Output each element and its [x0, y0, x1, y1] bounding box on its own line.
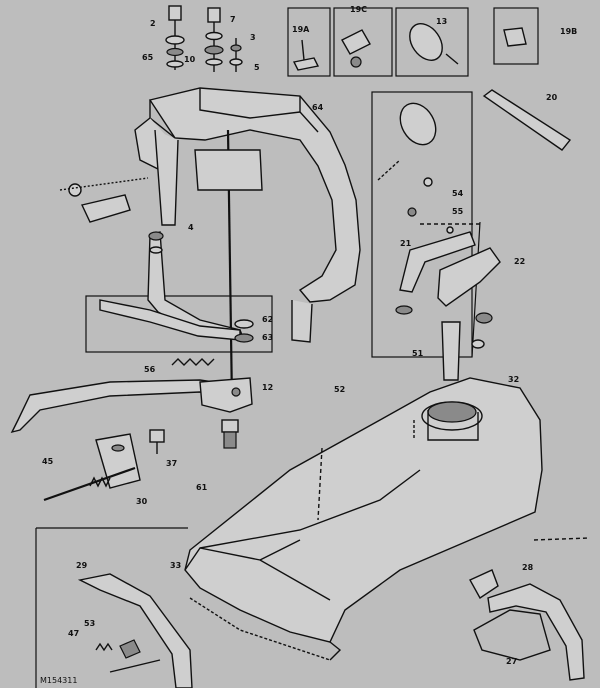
- hood: [184, 377, 543, 661]
- callout-c61: 61: [196, 483, 208, 492]
- callout-c19c: 19C: [350, 5, 367, 14]
- callout-c5: 5: [254, 63, 260, 72]
- callout-c30: 30: [136, 497, 148, 506]
- inset-lens-part: [409, 23, 459, 65]
- callout-c7: 7: [230, 15, 236, 24]
- callout-c29: 29: [76, 561, 88, 570]
- callout-c55: 55: [452, 207, 464, 216]
- left-bracket: [59, 177, 149, 223]
- callout-c52: 52: [334, 385, 345, 394]
- dash-frame-bracket: [134, 87, 361, 343]
- callout-c3: 3: [250, 33, 256, 42]
- callout-c20: 20: [546, 93, 558, 102]
- inset-lever: [99, 299, 254, 343]
- callout-c28: 28: [522, 563, 534, 572]
- callout-c32: 32: [508, 375, 519, 384]
- inset-box-19a: [287, 7, 331, 77]
- callout-c19b: 19B: [560, 27, 577, 36]
- callout-c62: 62: [262, 315, 273, 324]
- lower-left-frame: [35, 527, 188, 688]
- callout-c33: 33: [170, 561, 181, 570]
- lever-inset-box: [85, 295, 273, 353]
- right-brackets: [395, 231, 501, 381]
- ref-line-5: [377, 159, 401, 181]
- headlight-lens: [399, 102, 437, 146]
- front-handle-left: [77, 573, 193, 688]
- callout-c45: 45: [42, 457, 54, 466]
- callout-c12: 12: [262, 383, 273, 392]
- pivot-plate: [194, 149, 263, 191]
- bolt-stack-center: [204, 7, 224, 72]
- callout-c21: 21: [400, 239, 412, 248]
- callout-c27: 27: [506, 657, 517, 666]
- lower-bolt: [221, 419, 239, 449]
- callout-c19a: 19A: [292, 25, 310, 34]
- inset-box-19c: [333, 7, 393, 77]
- spring-bracket: [43, 429, 165, 502]
- bolt-stack-left: [165, 5, 185, 70]
- hood-seal: [189, 597, 331, 661]
- callout-c64: 64: [312, 103, 324, 112]
- front-handle-right: [469, 569, 585, 681]
- spring-assembly: [10, 358, 253, 434]
- callout-c13: 13: [436, 17, 447, 26]
- right-hardware: [407, 177, 454, 234]
- callout-c53: 53: [84, 619, 95, 628]
- inset-box-19b: [493, 7, 539, 65]
- callout-c56: 56: [144, 365, 156, 374]
- callout-c2: 2: [150, 19, 156, 28]
- callout-c47: 47: [68, 629, 79, 638]
- callout-c54: 54: [452, 189, 464, 198]
- callout-c10: 10: [184, 55, 196, 64]
- callout-c63: 63: [262, 333, 273, 342]
- upper-rod: [482, 89, 572, 151]
- ref-line-3: [533, 537, 591, 541]
- inset-19a-part: [292, 39, 320, 71]
- callout-c37: 37: [166, 459, 177, 468]
- callout-c51: 51: [412, 349, 424, 358]
- inset-19c-part: [341, 29, 371, 68]
- inset-box-lens: [395, 7, 469, 77]
- callout-c4: 4: [188, 223, 194, 232]
- ref-line-1: [317, 447, 323, 521]
- figure-id: M154311: [40, 676, 77, 685]
- bolt-stack-right: [229, 38, 243, 72]
- callout-c22: 22: [514, 257, 525, 266]
- callout-c65: 65: [142, 53, 154, 62]
- frame-leader: [471, 221, 481, 358]
- inset-19b-part: [503, 27, 527, 47]
